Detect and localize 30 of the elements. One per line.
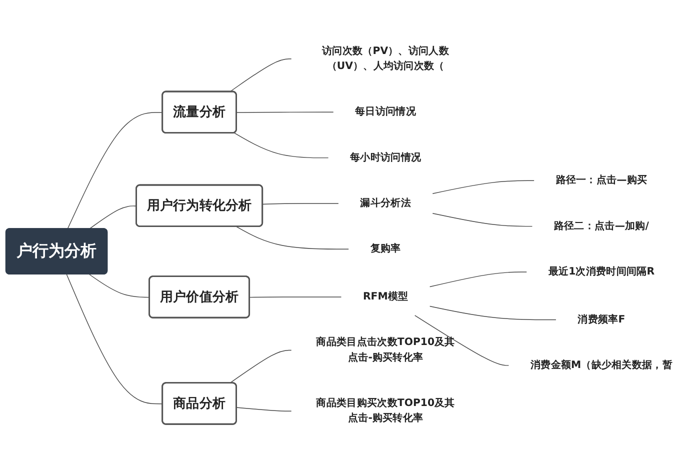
- connector: [66, 274, 164, 404]
- connector: [429, 272, 527, 288]
- connector: [229, 350, 292, 384]
- node-text: 每日访问情况: [355, 106, 416, 118]
- connector: [432, 180, 534, 194]
- connector: [429, 306, 556, 320]
- node-text: 路径一：点击—购买: [556, 174, 648, 186]
- node-text: 最近1次消费时间间隔R: [548, 266, 655, 278]
- connector: [89, 274, 150, 298]
- connector: [67, 112, 164, 230]
- connector: [229, 58, 292, 92]
- node-text: RFM模型: [362, 290, 408, 302]
- node-text: 路径二：点击—加购/: [554, 220, 649, 232]
- node-text: 每小时访问情况: [350, 152, 422, 164]
- connector: [236, 407, 292, 412]
- node-text: 消费频率F: [578, 314, 626, 326]
- node-text: 商品类目购买次数TOP10及其点击-购买转化率: [316, 397, 455, 424]
- node-text: 访问次数（PV）、访问人数（UV）、人均访问次数（: [322, 45, 449, 72]
- connector: [249, 296, 342, 298]
- connector: [262, 203, 339, 205]
- connector: [234, 132, 329, 158]
- connector: [414, 315, 510, 366]
- node-text: 漏斗分析法: [360, 197, 411, 209]
- connector: [236, 112, 334, 113]
- node-text: 商品类目点击次数TOP10及其点击-购买转化率: [316, 336, 455, 364]
- connector: [89, 206, 137, 230]
- node-text: 消费金额M（缺少相关数据，暂: [530, 359, 672, 371]
- connector: [236, 226, 349, 250]
- connector: [432, 213, 533, 227]
- node-text: 复购率: [370, 242, 401, 255]
